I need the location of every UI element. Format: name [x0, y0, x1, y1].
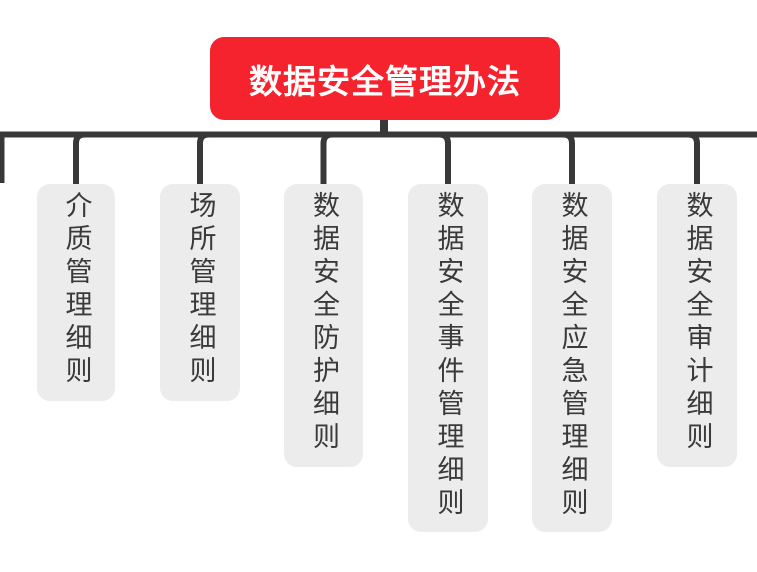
connector-site-rules [197, 131, 384, 186]
node-incident-rules[interactable]: 数据安全事件管理细则 [408, 184, 488, 532]
node-audit-rules-label: 数据安全审计细则 [682, 191, 713, 455]
connector-emergency-rules [384, 131, 575, 186]
node-audit-rules[interactable]: 数据安全审计细则 [657, 184, 737, 467]
node-incident-rules-label: 数据安全事件管理细则 [433, 190, 464, 521]
connector-audit-rules [384, 131, 700, 186]
node-media-rules[interactable]: 介质管理细则 [37, 184, 115, 401]
node-media-rules-label: 介质管理细则 [61, 191, 92, 389]
connector-protection-rules [320, 131, 384, 186]
connector-media-rules [73, 131, 384, 186]
node-emergency-rules-label: 数据安全应急管理细则 [557, 190, 588, 521]
node-site-rules[interactable]: 场所管理细则 [160, 184, 240, 401]
root-node-label: 数据安全管理办法 [249, 62, 521, 100]
node-protection-rules-label: 数据安全防护细则 [309, 191, 339, 455]
root-node[interactable]: 数据安全管理办法 [210, 37, 560, 120]
node-emergency-rules[interactable]: 数据安全应急管理细则 [532, 184, 612, 532]
connector-incident-rules [384, 131, 451, 186]
node-site-rules-label: 场所管理细则 [185, 191, 216, 389]
node-protection-rules[interactable]: 数据安全防护细则 [284, 184, 363, 467]
